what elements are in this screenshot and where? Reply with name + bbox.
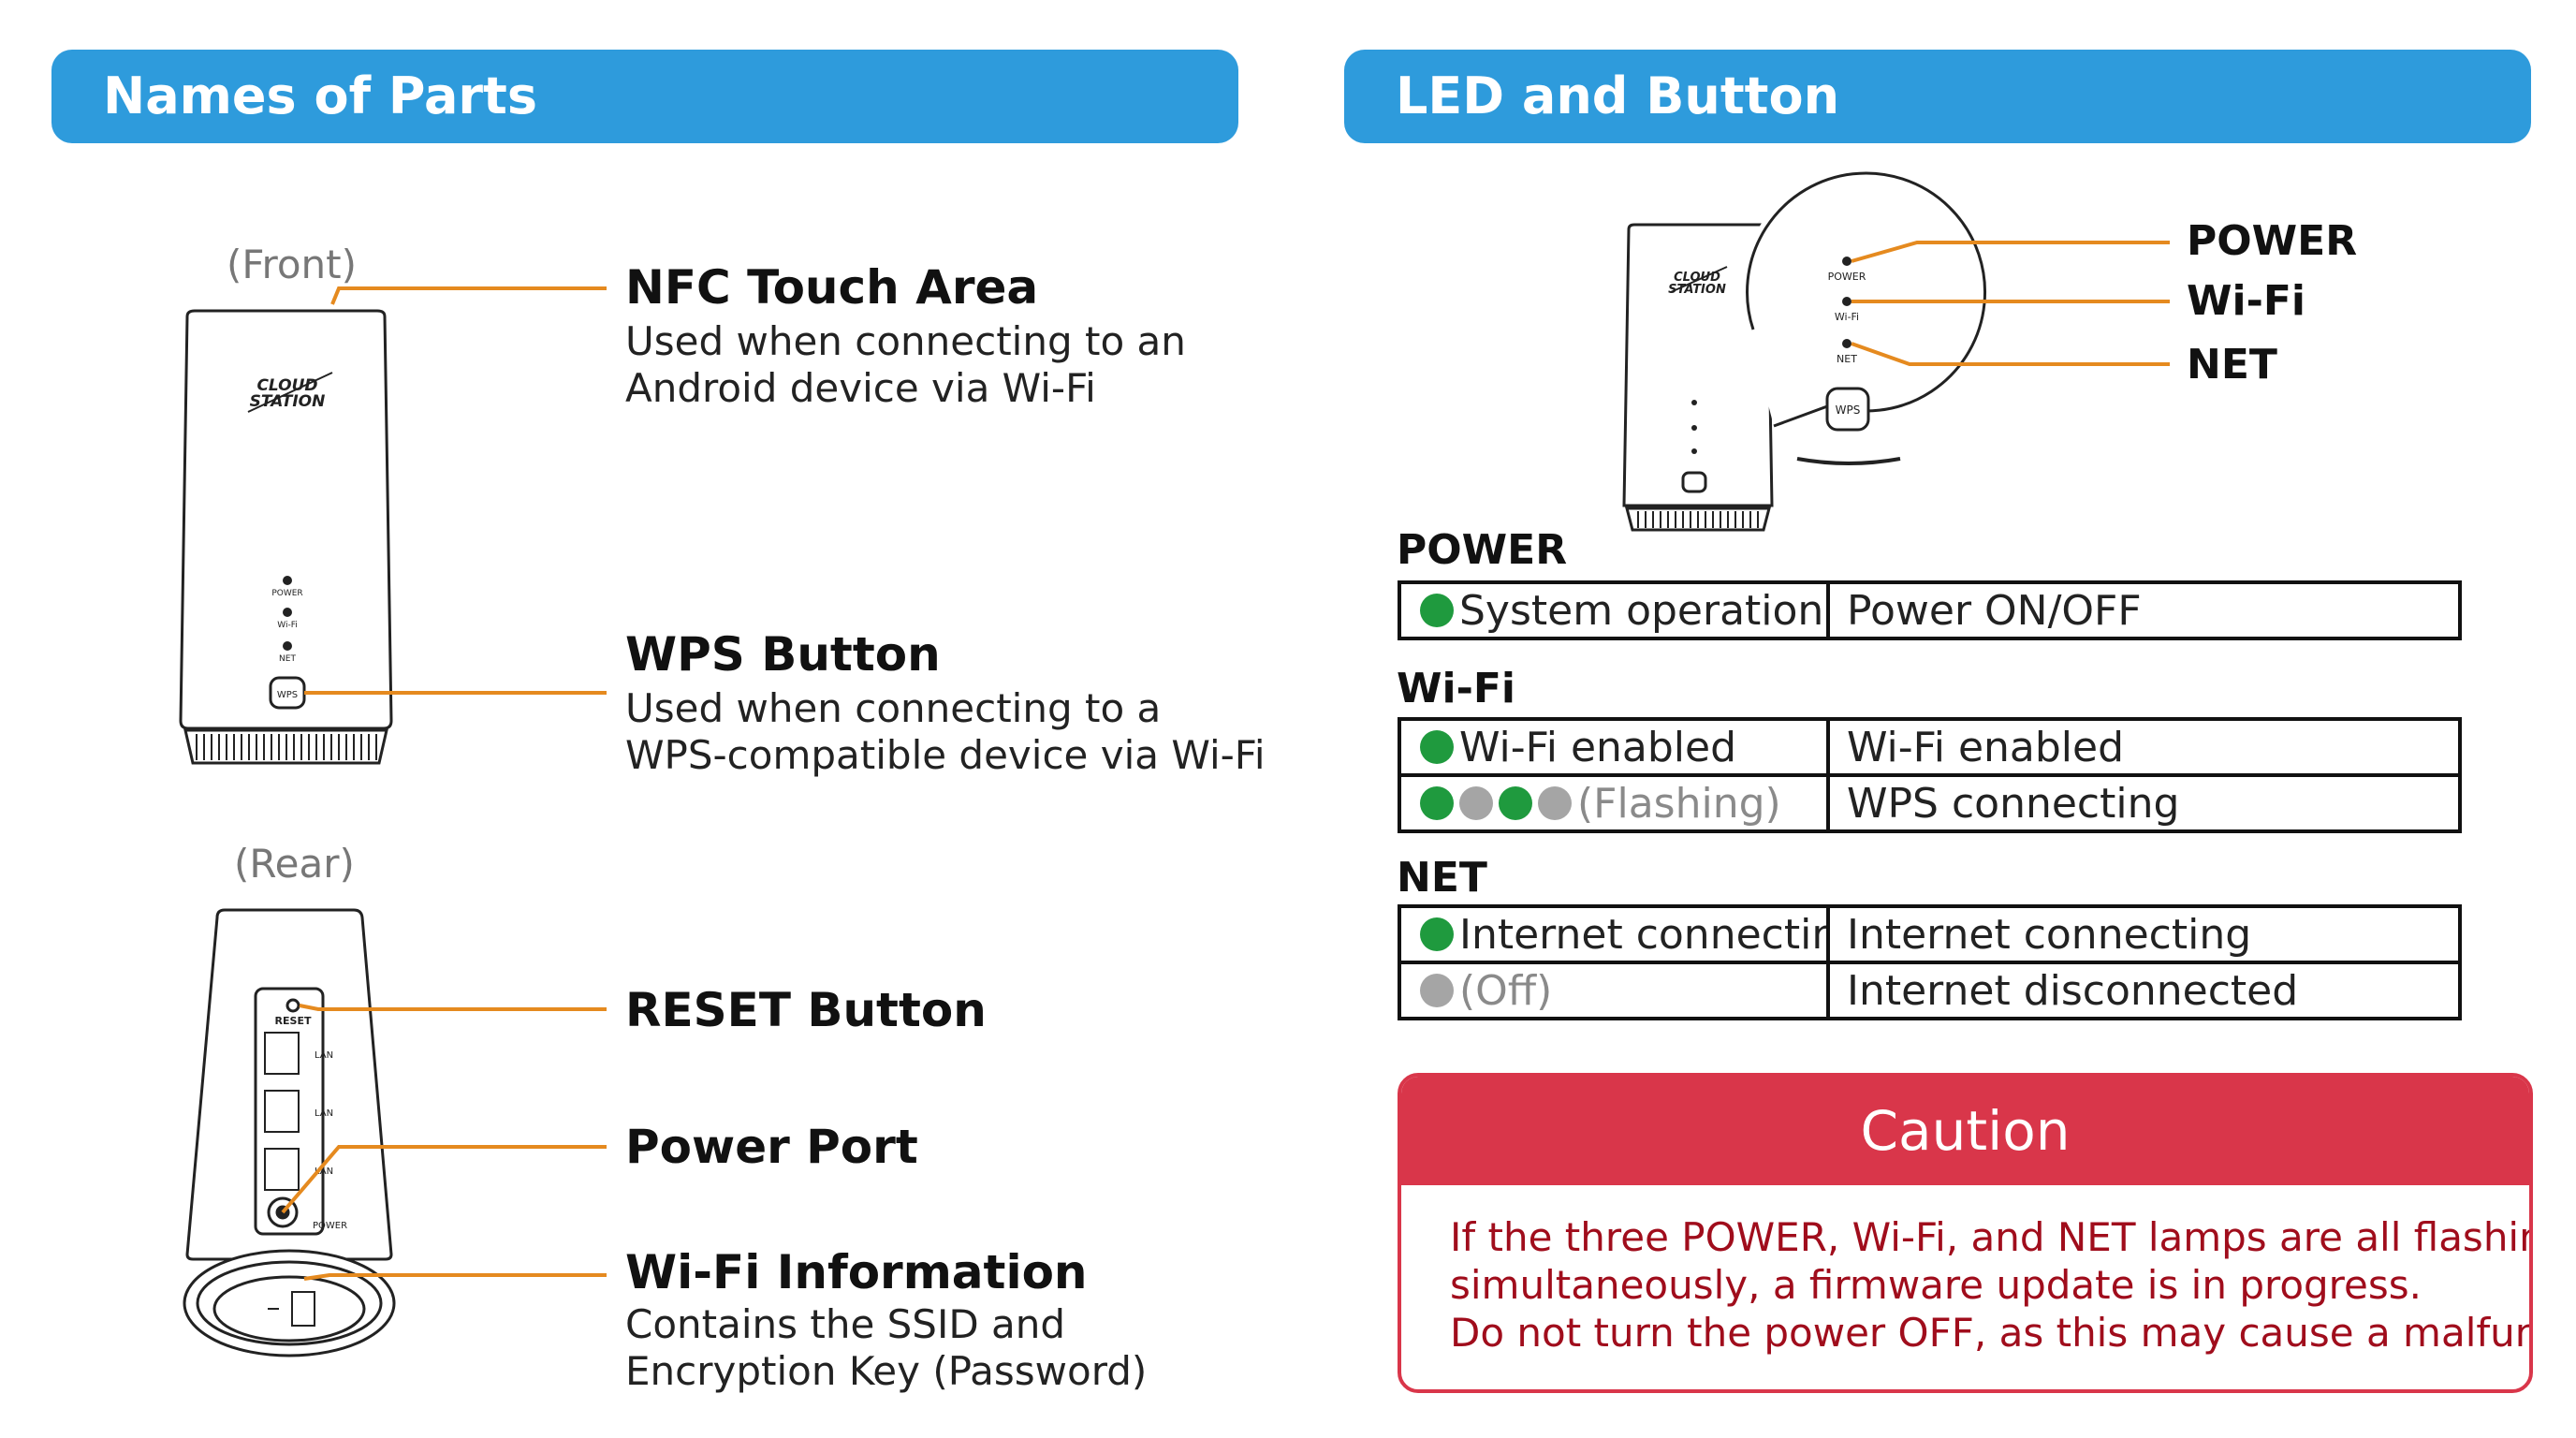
wps-button-title: WPS Button [625, 627, 941, 682]
front-led-net-label: NET [279, 654, 296, 664]
wifi-status-cell: Wi-Fi enabled [1398, 717, 1830, 777]
wifi-information-title: Wi-Fi Information [625, 1245, 1088, 1299]
net-meaning-cell: Internet connecting [1826, 904, 2462, 964]
rear-port-label-1: LAN [315, 1050, 333, 1061]
led-label-wifi: Wi-Fi [2187, 277, 2306, 325]
caution-box: Caution If the three POWER, Wi-Fi, and N… [1398, 1073, 2533, 1393]
power-meaning-cell: Power ON/OFF [1826, 580, 2462, 640]
wifi-meaning-cell: Wi-Fi enabled [1826, 717, 2462, 777]
reset-button-title: RESET Button [625, 983, 987, 1037]
part-leader-lines [281, 286, 607, 1281]
front-brand-line2: STATION [250, 392, 326, 411]
reset-leader-line [299, 1004, 607, 1011]
led-leader-lines [1851, 241, 2170, 366]
nfc-touch-area-title: NFC Touch Area [625, 260, 1039, 315]
power-port-leader-line [281, 1145, 607, 1214]
led-and-button-banner: LED and Button [1344, 50, 2531, 143]
rear-reset-label: RESET [275, 1015, 312, 1027]
wifi-information-desc: Contains the SSID and Encryption Key (Pa… [625, 1301, 1148, 1394]
zoom-wps-label: WPS [1836, 404, 1861, 417]
led-label-power: POWER [2187, 217, 2358, 265]
rear-power-label: POWER [313, 1221, 347, 1231]
rear-port-label-3: LAN [315, 1167, 333, 1177]
nfc-touch-area-desc: Used when connecting to an Android devic… [625, 318, 1186, 411]
rear-view-label: (Rear) [234, 841, 355, 887]
wps-button-desc: Used when connecting to a WPS-compatible… [625, 685, 1266, 778]
table-row: Internet connecting Internet connecting [1398, 904, 2462, 964]
led-zoom-illustration [1622, 171, 1986, 532]
net-status-cell: Internet connecting [1398, 904, 1830, 964]
power-status-cell: System operational [1398, 580, 1830, 640]
green-led-dot [1420, 729, 1454, 764]
net-led-leader-line [1851, 342, 2170, 366]
net-section-heading: NET [1397, 854, 1487, 902]
front-wps-label: WPS [277, 690, 298, 700]
power-led-leader-line [1851, 241, 2170, 263]
led-label-net: NET [2187, 341, 2277, 389]
green-led-dot [1420, 917, 1454, 951]
green-led-dot [1420, 785, 1454, 820]
front-led-power-label: POWER [271, 589, 302, 598]
table-row: Wi-Fi enabled Wi-Fi enabled [1398, 717, 2462, 777]
router-front-illustration [179, 309, 393, 765]
rear-port-label-2: LAN [315, 1108, 333, 1119]
power-section-heading: POWER [1397, 526, 1568, 574]
wifi-section-heading: Wi-Fi [1397, 665, 1516, 712]
gray-led-dot [1538, 785, 1572, 820]
front-led-wifi-label: Wi-Fi [277, 621, 297, 630]
zoom-brand-line2: STATION [1668, 283, 1726, 297]
table-row: System operational Power ON/OFF [1398, 580, 2462, 640]
wifi-info-leader-line [303, 1273, 607, 1281]
green-led-dot [1499, 785, 1532, 820]
net-off-meaning-cell: Internet disconnected [1826, 961, 2462, 1020]
zoom-led-power-label: POWER [1828, 271, 1866, 283]
gray-led-dot [1420, 973, 1454, 1007]
router-rear-illustration [183, 908, 396, 1357]
power-status-table: System operational Power ON/OFF [1398, 580, 2462, 640]
zoom-led-wifi-label: Wi-Fi [1835, 311, 1859, 323]
wps-meaning-cell: WPS connecting [1826, 773, 2462, 833]
nfc-leader-line [330, 286, 607, 305]
gray-led-dot [1459, 785, 1493, 820]
caution-text: If the three POWER, Wi-Fi, and NET lamps… [1450, 1214, 2533, 1356]
front-brand-line1: CLOUD [256, 376, 317, 395]
wps-status-cell: (Flashing) [1398, 773, 1830, 833]
power-port-title: Power Port [625, 1120, 918, 1174]
front-view-label: (Front) [227, 242, 358, 287]
table-row: (Flashing) WPS connecting [1398, 773, 2462, 833]
table-row: (Off) Internet disconnected [1398, 961, 2462, 1020]
wifi-status-table: Wi-Fi enabled Wi-Fi enabled (Flashing) W… [1398, 717, 2462, 833]
net-off-status-cell: (Off) [1398, 961, 1830, 1020]
net-status-table: Internet connecting Internet connecting … [1398, 904, 2462, 1020]
zoom-brand-line1: CLOUD [1674, 271, 1720, 285]
names-of-parts-banner: Names of Parts [51, 50, 1238, 143]
green-led-dot [1420, 593, 1454, 627]
caution-title: Caution [1401, 1077, 2529, 1185]
zoom-led-net-label: NET [1837, 353, 1857, 365]
